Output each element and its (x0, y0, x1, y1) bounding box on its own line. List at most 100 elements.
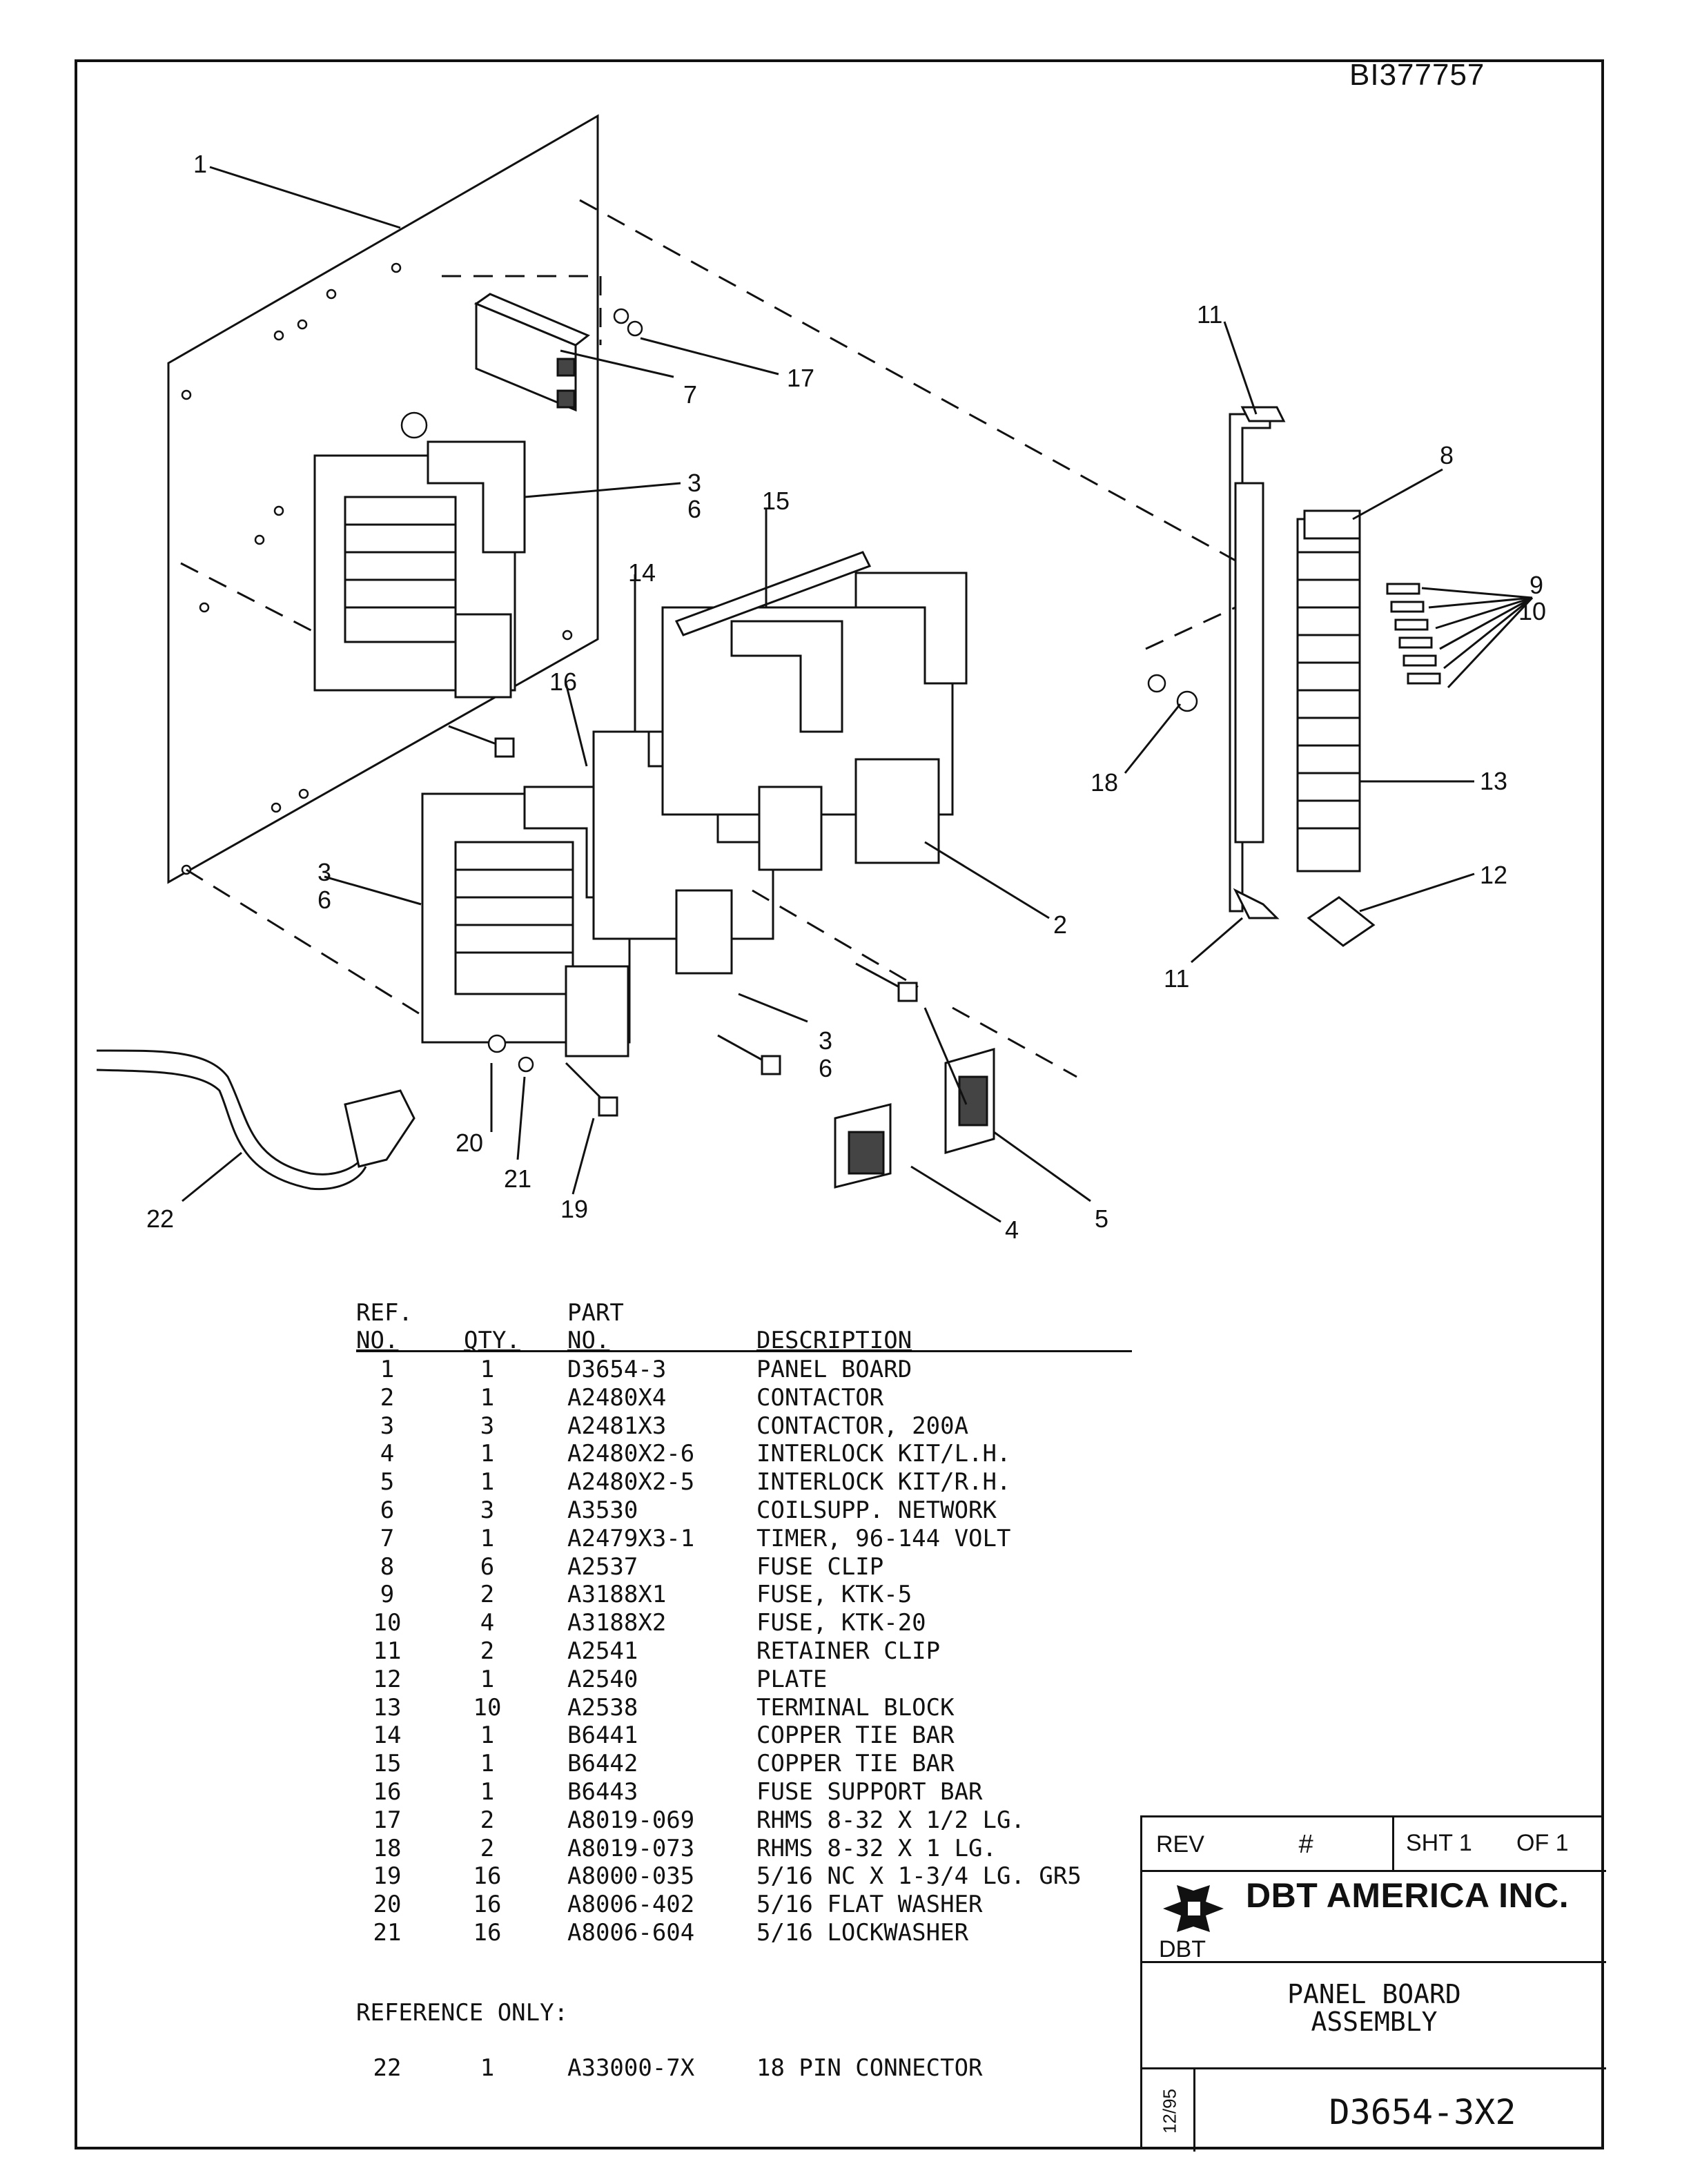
ref-no: 17 (373, 1806, 402, 1834)
part-no: A33000-7X (567, 2054, 695, 2082)
qty: 4 (480, 1609, 495, 1637)
parts-row: 18 2 A8019-073 RHMS 8-32 X 1 LG. (356, 1835, 1184, 1862)
callout-3b: 3 (317, 858, 331, 886)
parts-row: 6 3 A3530 COILSUPP. NETWORK (356, 1496, 1184, 1524)
description: COPPER TIE BAR (756, 1722, 955, 1750)
part-no: A2540 (567, 1665, 638, 1693)
qty: 3 (480, 1496, 495, 1524)
callout-4: 4 (1005, 1216, 1019, 1244)
part-no: A2480X2-6 (567, 1440, 695, 1468)
callout-21: 21 (504, 1164, 531, 1193)
part-no: A2537 (567, 1552, 638, 1581)
qty: 6 (480, 1552, 495, 1581)
parts-row: 3 3 A2481X3 CONTACTOR, 200A (356, 1412, 1184, 1440)
fasteners (448, 308, 1198, 1117)
qty: 3 (480, 1412, 495, 1440)
rev-label: REV (1156, 1831, 1204, 1858)
header-ref-line2: NO. (356, 1327, 399, 1354)
qty: 2 (480, 1834, 495, 1862)
callout-11-top: 11 (1197, 300, 1222, 329)
description: FUSE, KTK-5 (756, 1581, 912, 1609)
part-no: A2480X2-5 (567, 1468, 695, 1496)
ref-no: 11 (373, 1637, 402, 1665)
callout-3: 3 (687, 469, 701, 497)
qty: 16 (473, 1891, 502, 1919)
qty: 1 (480, 1440, 495, 1468)
description: PANEL BOARD (756, 1356, 912, 1383)
header-rule (356, 1350, 1132, 1352)
callout-7: 7 (683, 380, 697, 409)
part-no: B6441 (567, 1722, 638, 1750)
description: INTERLOCK KIT/R.H. (756, 1468, 1011, 1496)
ref-no: 15 (373, 1750, 402, 1778)
reference-row: 22 1 A33000-7X 18 PIN CONNECTOR (356, 2054, 1184, 2085)
qty: 16 (473, 1919, 502, 1947)
ref-no: 16 (373, 1778, 402, 1806)
description: FUSE, KTK-20 (756, 1609, 926, 1637)
description: TERMINAL BLOCK (756, 1693, 955, 1722)
qty: 1 (480, 1524, 495, 1552)
qty: 1 (480, 1778, 495, 1806)
part-no: B6442 (567, 1750, 638, 1778)
callout-16: 16 (549, 667, 577, 696)
qty: 16 (473, 1862, 502, 1891)
qty: 2 (480, 1637, 495, 1665)
contactor-right (661, 551, 968, 871)
timer-module (473, 293, 590, 412)
description: 18 PIN CONNECTOR (756, 2054, 983, 2082)
part-no: A2541 (567, 1637, 638, 1665)
header-part-line1: PART (567, 1299, 624, 1327)
part-no: A8006-604 (567, 1919, 695, 1947)
drawing-id: BI377757 (1349, 58, 1485, 92)
callout-13: 13 (1480, 767, 1507, 795)
header-qty: QTY. (464, 1327, 520, 1354)
callout-12: 12 (1480, 861, 1507, 889)
callout-14: 14 (628, 558, 656, 587)
part-no: A2481X3 (567, 1412, 667, 1440)
ref-no: 6 (380, 1496, 395, 1524)
callout-10: 10 (1518, 597, 1546, 625)
callout-6: 6 (687, 495, 701, 523)
ref-no: 20 (373, 1891, 402, 1919)
callout-8: 8 (1440, 441, 1454, 469)
qty: 2 (480, 1581, 495, 1609)
description: CONTACTOR, 200A (756, 1412, 969, 1440)
company-name: DBT AMERICA INC. (1246, 1876, 1570, 1915)
dbt-logo-icon (1163, 1885, 1224, 1932)
number-label: # (1298, 1830, 1313, 1859)
callout-6b: 6 (317, 886, 331, 914)
callout-6c: 6 (819, 1054, 832, 1082)
part-no: A3188X1 (567, 1581, 667, 1609)
callout-labels: 1 7 17 3 6 15 14 16 3 6 3 6 2 4 5 11 11 … (146, 150, 1546, 1244)
title-line-2: ASSEMBLY (1311, 2007, 1438, 2037)
callout-1: 1 (193, 150, 207, 178)
ref-no: 18 (373, 1834, 402, 1862)
description: COILSUPP. NETWORK (756, 1496, 997, 1524)
part-no: A3530 (567, 1496, 638, 1524)
ref-no: 3 (380, 1412, 395, 1440)
ref-no: 19 (373, 1862, 402, 1891)
header-part-line2: NO. (567, 1327, 610, 1354)
description: RHMS 8-32 X 1/2 LG. (756, 1806, 1025, 1834)
description: PLATE (756, 1665, 828, 1693)
description: RHMS 8-32 X 1 LG. (756, 1834, 997, 1862)
ref-no: 1 (380, 1356, 395, 1383)
part-no: A8019-073 (567, 1834, 695, 1862)
part-no: A3188X2 (567, 1609, 667, 1637)
leader-lines (182, 166, 1534, 1223)
qty: 1 (480, 1665, 495, 1693)
ref-no: 4 (380, 1440, 395, 1468)
description: 5/16 FLAT WASHER (756, 1891, 983, 1919)
